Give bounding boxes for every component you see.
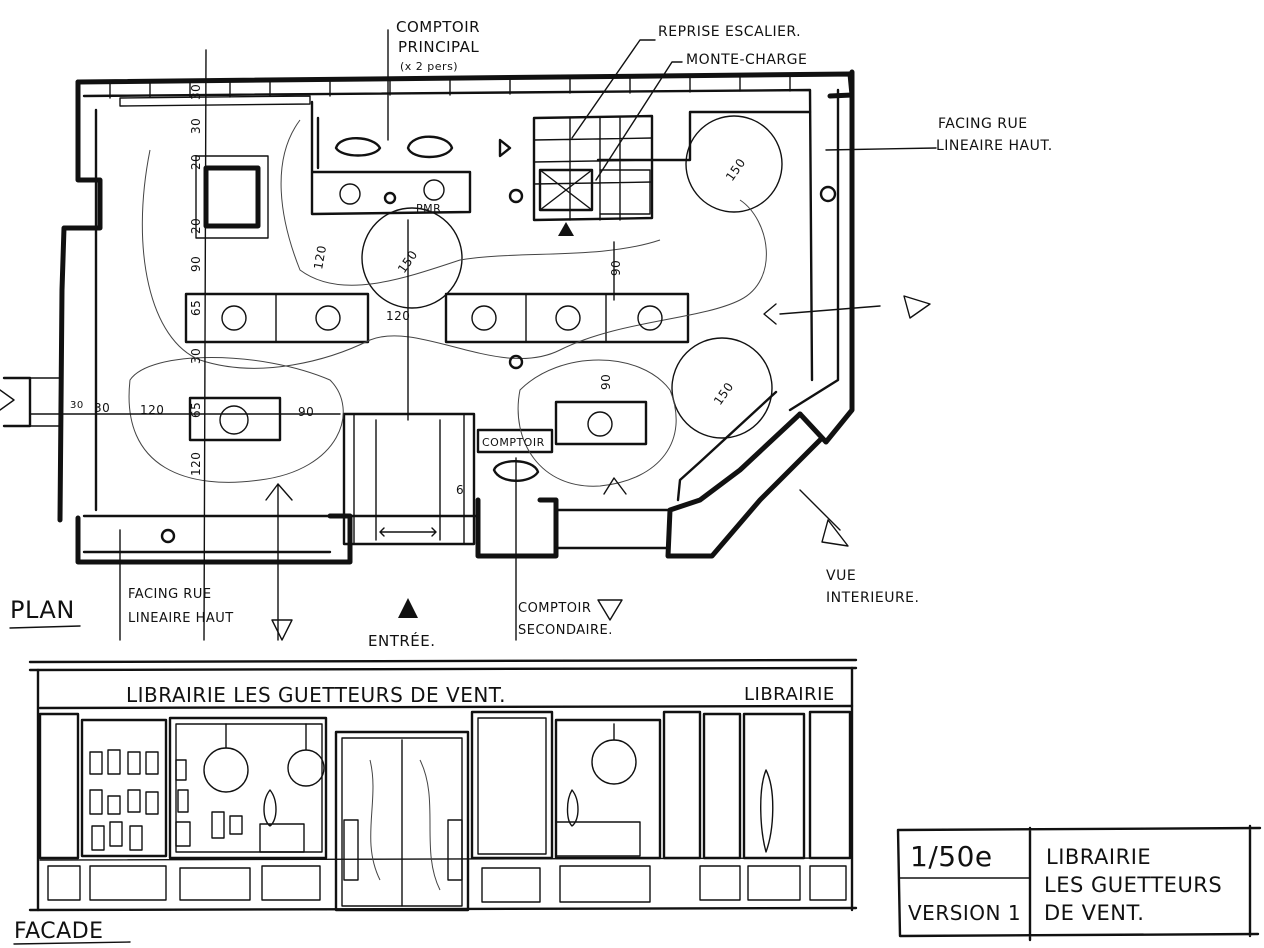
dimension-label: 30 xyxy=(189,84,203,100)
counter-main-label-3: (x 2 pers) xyxy=(400,60,458,73)
facade-elevation xyxy=(28,658,858,912)
entree-label: ENTRÉE. xyxy=(368,631,436,650)
counter-main-label-1: COMPTOIR xyxy=(396,18,480,36)
reprise-escalier-label: REPRISE ESCALIER. xyxy=(658,24,801,40)
facade-sign-text: LIBRAIRIE LES GUETTEURS DE VENT. xyxy=(126,683,506,707)
dimension-label: 90 xyxy=(609,260,623,276)
dimension-label: 150 xyxy=(711,380,736,408)
comptoir-label: COMPTOIR xyxy=(482,436,545,449)
title-line-1: LIBRAIRIE xyxy=(1046,845,1151,869)
dimension-label: 30 xyxy=(189,118,203,134)
dimension-label: 120 xyxy=(140,403,164,417)
dimension-label: 65 xyxy=(189,300,203,316)
facade-label: FACADE xyxy=(14,919,104,944)
facing-right-label-2: LINEAIRE HAUT. xyxy=(936,138,1053,154)
dimension-label: 120 xyxy=(189,452,203,476)
version-label: VERSION 1 xyxy=(908,901,1021,925)
vue-interieure-label-2: INTERIEURE. xyxy=(826,590,919,606)
dimension-label: 90 xyxy=(298,405,314,419)
vue-interieure-label-1: VUE xyxy=(826,568,856,584)
plan-label: PLAN xyxy=(10,596,75,624)
counter-main-label-2: PRINCIPAL xyxy=(398,38,479,56)
dimension-label: 120 xyxy=(386,309,410,323)
comptoir-secondaire-label-2: SECONDAIRE. xyxy=(518,623,613,638)
dimension-label: 90 xyxy=(599,374,613,390)
floor-plan xyxy=(0,29,937,641)
dimension-label: 30 xyxy=(70,400,84,411)
facade-sign-right: LIBRAIRIE xyxy=(744,684,835,705)
dimension-label: 90 xyxy=(189,256,203,272)
dimension-label: 65 xyxy=(189,402,203,418)
title-line-2: LES GUETTEURS xyxy=(1044,873,1222,897)
scale-label: 1/50e xyxy=(910,840,993,873)
title-block xyxy=(896,824,1262,942)
dimension-label: 20 xyxy=(189,154,203,170)
monte-charge-label: MONTE-CHARGE xyxy=(686,52,807,68)
dimension-label: 120 xyxy=(311,244,329,270)
dimension-label: 6 xyxy=(456,483,464,497)
facing-right-label-1: FACING RUE xyxy=(938,116,1028,132)
title-line-3: DE VENT. xyxy=(1044,901,1144,925)
dimension-label: 150 xyxy=(395,248,420,276)
facing-left-label-2: LINEAIRE HAUT xyxy=(128,611,234,626)
facing-left-label-1: FACING RUE xyxy=(128,587,212,602)
dimension-label: 150 xyxy=(723,156,748,184)
dimension-label: 20 xyxy=(189,218,203,234)
dimension-label: 30 xyxy=(189,348,203,364)
comptoir-secondaire-label-1: COMPTOIR xyxy=(518,601,591,616)
dimension-label: 30 xyxy=(94,401,110,415)
pmr-label: PMR xyxy=(416,202,441,215)
